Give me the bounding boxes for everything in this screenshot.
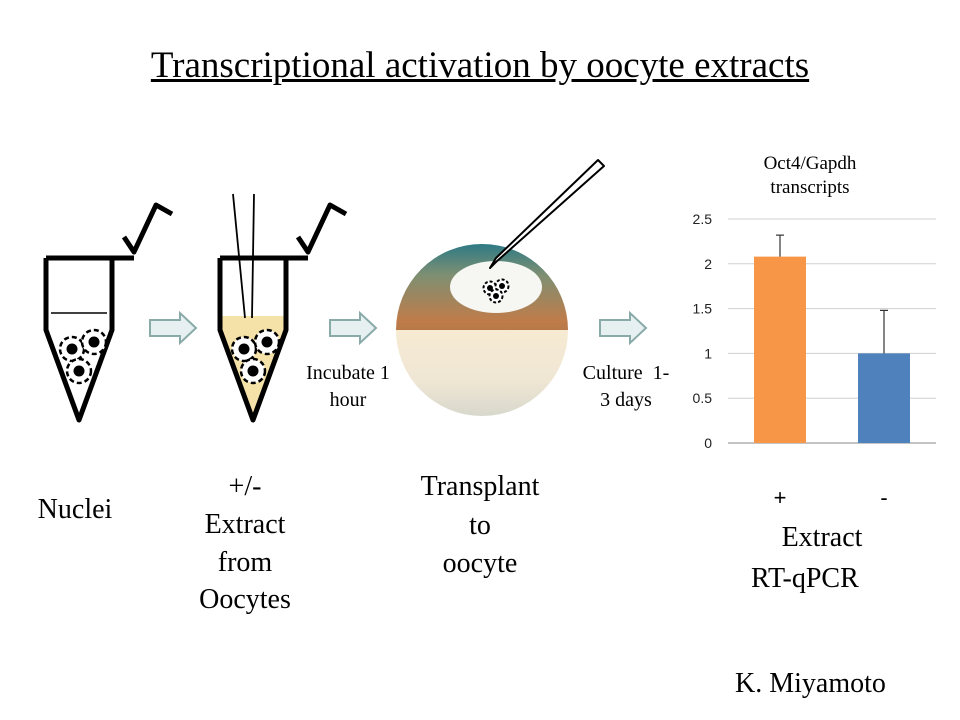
extract-label-line: from: [217, 546, 273, 578]
nuclei-label: Nuclei: [37, 494, 113, 525]
transplant-label: Transplant to oocyte: [395, 468, 565, 584]
injection-needle: [489, 159, 605, 269]
nucleus-cluster: [58, 328, 108, 385]
transplant-label-line: oocyte: [442, 548, 518, 580]
incubate-label-line: Incubate 1: [306, 362, 390, 384]
culture-label-line: 3 days: [600, 389, 652, 411]
rt-qpcr-label: RT-qPCR: [751, 562, 859, 594]
nucleus-cluster: [230, 328, 281, 385]
incubate-label-line: hour: [329, 389, 367, 411]
y-tick-label: 0: [704, 435, 712, 451]
extract-label-line: Oocytes: [199, 584, 291, 616]
chart-title-line: transcripts: [770, 176, 850, 198]
extract-tube: [217, 193, 348, 423]
process-arrow-1: [149, 310, 198, 346]
bar: [754, 256, 806, 443]
author-credit: K. Miyamoto: [735, 668, 886, 699]
nucleus-cluster: [482, 278, 510, 304]
culture-label: Culture 1- 3 days: [566, 360, 686, 414]
y-tick-label: 1: [704, 345, 712, 361]
category-label: +: [774, 485, 787, 510]
process-arrow-3: [599, 310, 648, 346]
bar-chart: 0 0.5 1 1.5 2 2.5 + -: [693, 211, 936, 510]
chart-title: Oct4/Gapdh transcripts: [735, 152, 885, 200]
y-tick-label: 0.5: [693, 390, 713, 406]
category-label: -: [880, 485, 887, 510]
y-tick-label: 1.5: [693, 301, 713, 317]
transplant-label-line: Transplant: [420, 471, 540, 502]
culture-label-line: Culture 1-: [582, 362, 670, 384]
y-tick-label: 2: [704, 256, 712, 272]
process-arrow-2: [329, 310, 378, 346]
oocyte: [396, 159, 605, 416]
extract-label-line: Extract: [204, 508, 286, 540]
extract-label: +/- Extract from Oocytes: [180, 468, 310, 619]
chart-x-axis-label: Extract: [781, 522, 863, 553]
result-label: Extract RT-qPCR: [735, 518, 885, 599]
chart-title-line: Oct4/Gapdh: [763, 153, 857, 174]
slide-title: Transcriptional activation by oocyte ext…: [150, 45, 810, 86]
bar: [858, 353, 910, 443]
incubate-label: Incubate 1 hour: [292, 360, 404, 414]
nuclei-tube: [43, 202, 174, 423]
y-tick-label: 2.5: [693, 211, 713, 227]
transplant-label-line: to: [469, 509, 491, 541]
extract-label-line: +/-: [228, 471, 262, 502]
pipette-tip: [232, 193, 246, 319]
